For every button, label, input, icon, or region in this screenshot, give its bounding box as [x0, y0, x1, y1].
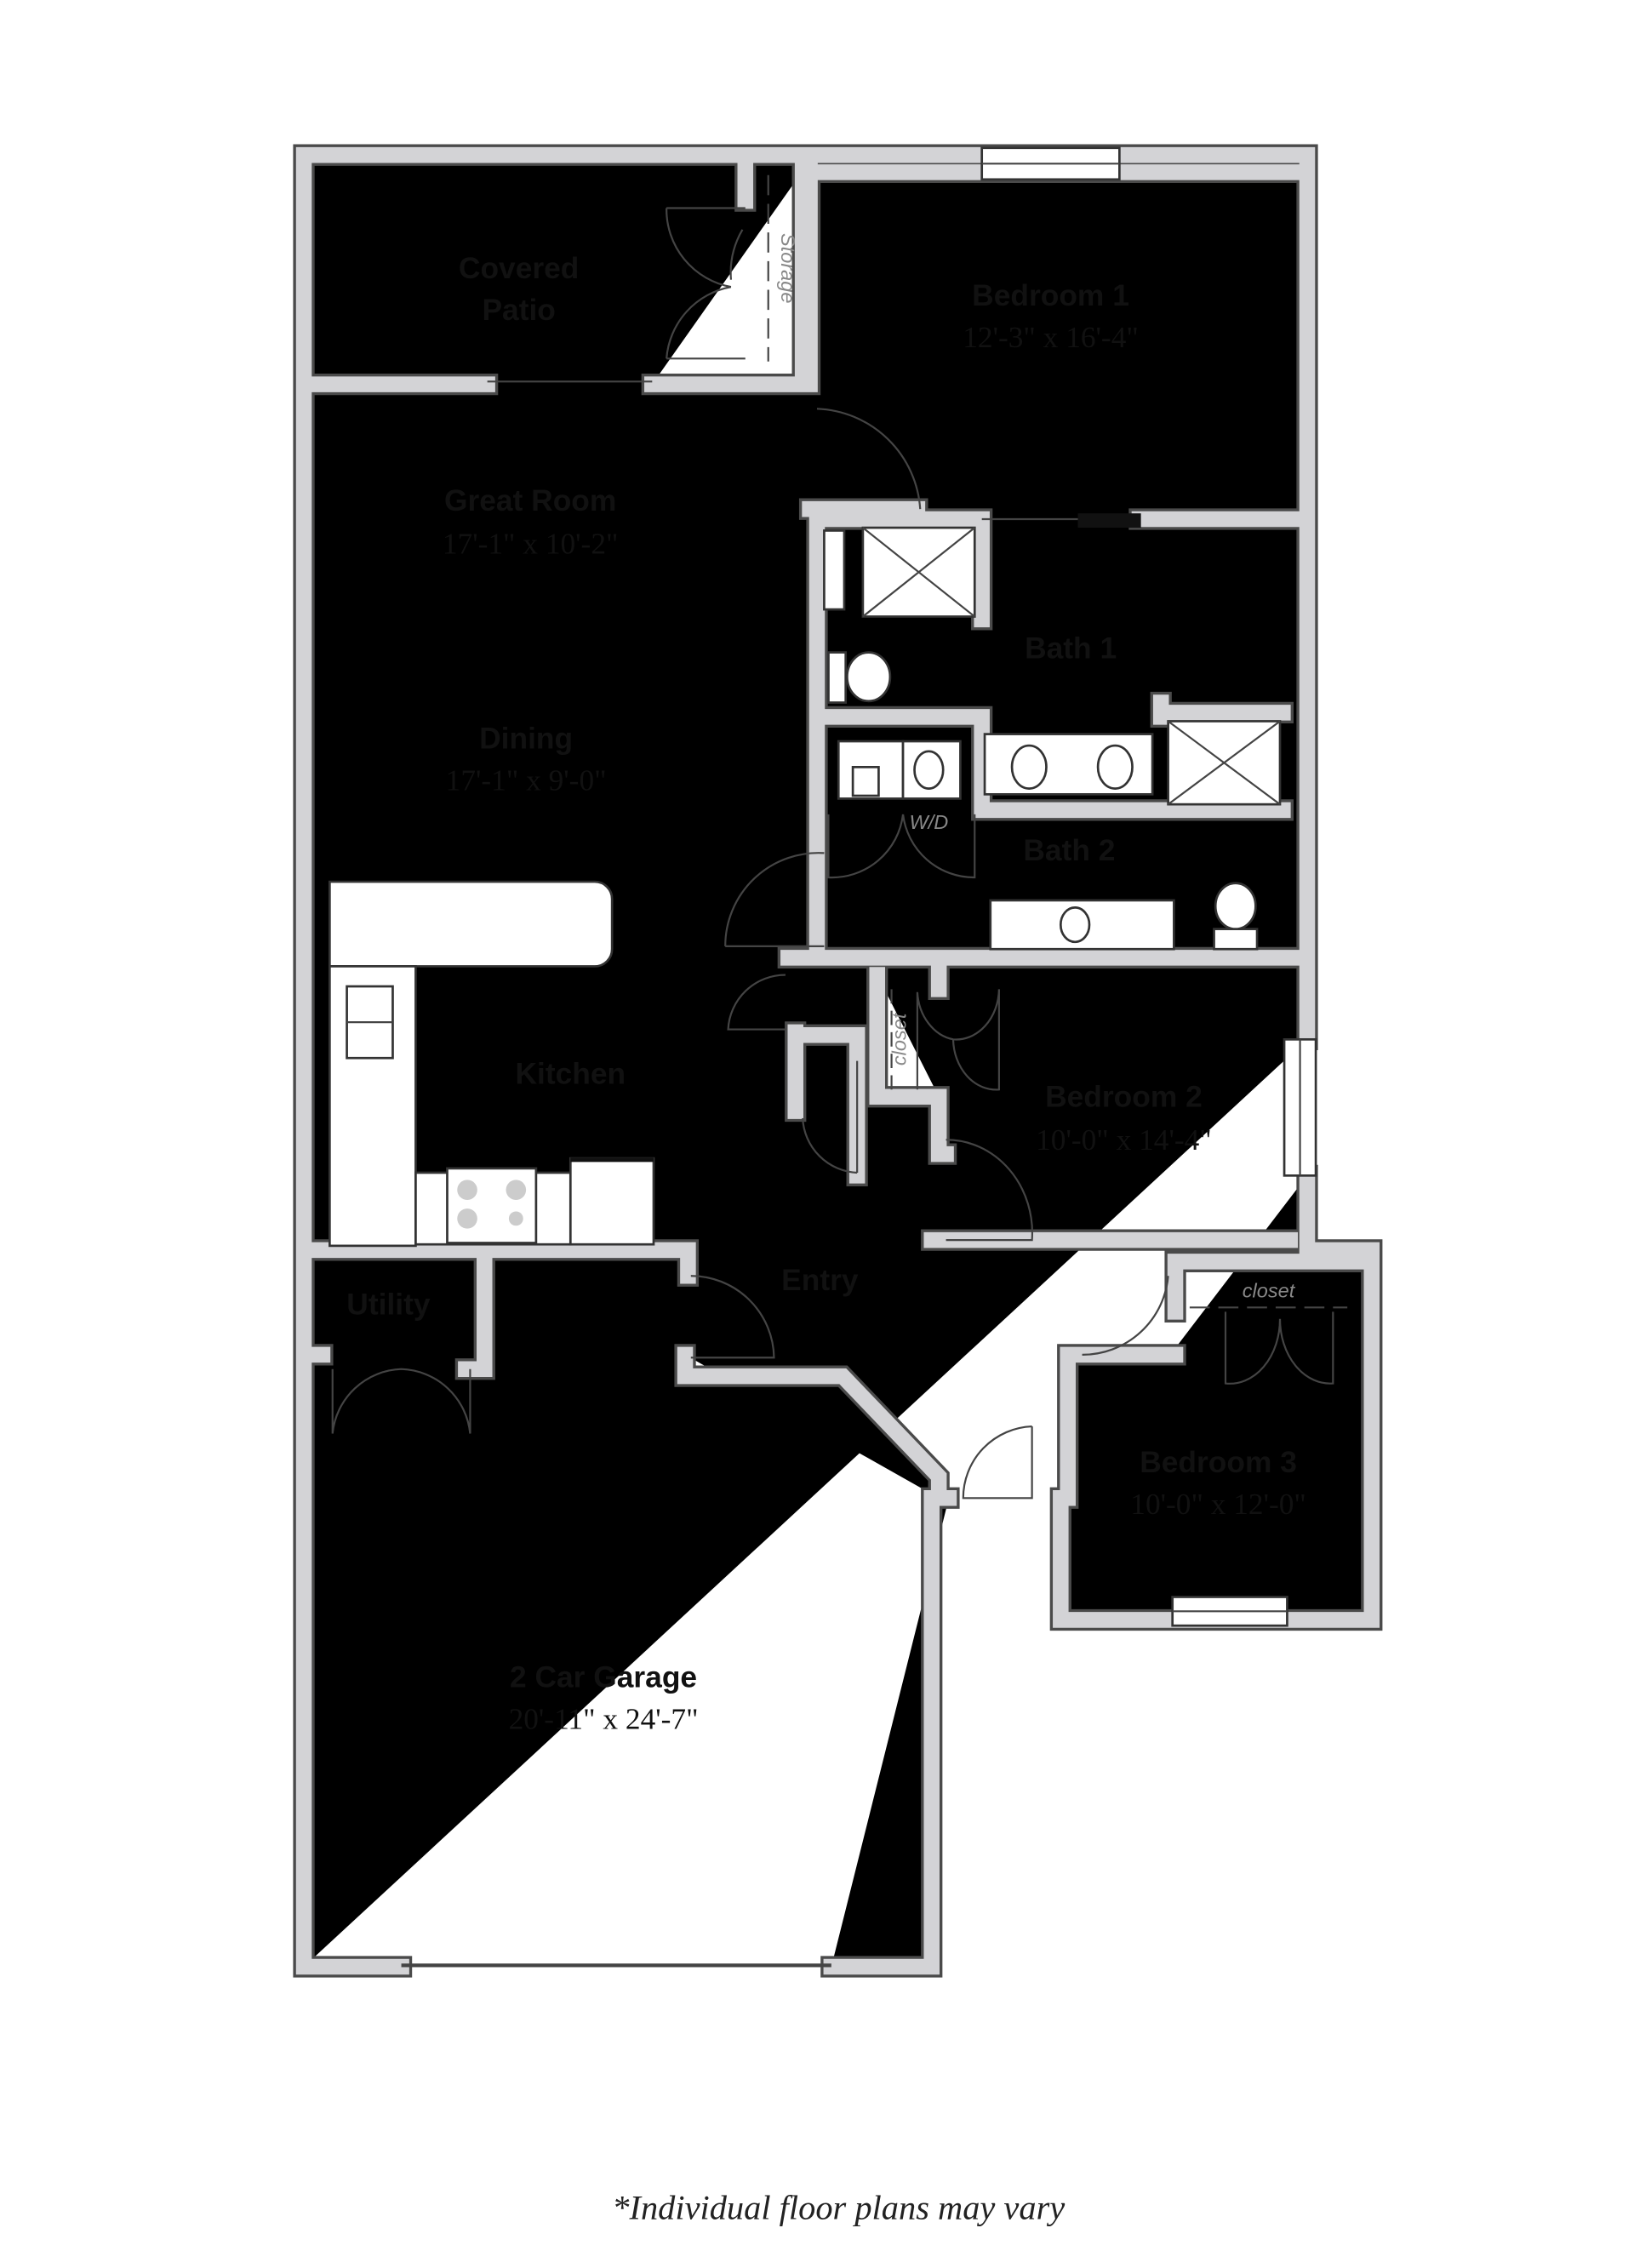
dining-size: 17'-1" x 9'-0"	[446, 763, 607, 797]
garage-size: 20'-11" x 24'-7"	[509, 1701, 699, 1735]
vanity-bath2	[989, 899, 1175, 951]
refrigerator	[568, 1157, 655, 1246]
toilet-bath2	[1213, 882, 1259, 951]
fixtures	[329, 526, 1282, 1248]
bedroom2-label: Bedroom 2	[1045, 1081, 1203, 1114]
entry-label: Entry	[781, 1264, 859, 1297]
covered-patio-label: Covered	[459, 252, 580, 285]
kitchen-counter	[329, 880, 614, 1248]
kitchen-label: Kitchen	[515, 1058, 626, 1091]
doors	[331, 174, 1348, 1500]
bath1-label: Bath 1	[1025, 631, 1117, 665]
bedroom2-size: 10'-0" x 14'-4"	[1036, 1123, 1212, 1157]
wd-label: W/D	[909, 811, 948, 833]
covered-patio-label: Patio	[482, 294, 555, 327]
stove	[446, 1167, 538, 1244]
closet-label: closet	[888, 1012, 910, 1065]
shower-bath2	[1167, 720, 1282, 806]
closet-label: closet	[1243, 1280, 1296, 1302]
garage-label: 2 Car Garage	[510, 1661, 697, 1694]
bedroom1-size: 12'-3" x 16'-4"	[963, 320, 1139, 354]
storage-label: Storage	[777, 233, 799, 304]
utility-label: Utility	[346, 1288, 431, 1322]
bedroom3-label: Bedroom 3	[1140, 1446, 1297, 1479]
room-labels: Covered Patio Bedroom 1 12'-3" x 16'-4" …	[346, 233, 1306, 1735]
windows	[401, 146, 1317, 1968]
great-room-label: Great Room	[444, 484, 616, 517]
toilet-bath1	[827, 651, 892, 704]
vanity-bath1	[983, 733, 1154, 796]
bedroom1-label: Bedroom 1	[972, 279, 1129, 312]
washer-dryer	[837, 740, 962, 800]
shower-bath1	[861, 526, 976, 618]
dining-label: Dining	[479, 722, 573, 755]
great-room-size: 17'-1" x 10'-2"	[443, 526, 619, 560]
footnote: *Individual floor plans may vary	[612, 2188, 1065, 2226]
bedroom3-size: 10'-0" x 12'-0"	[1130, 1487, 1306, 1521]
walls	[304, 155, 1372, 1967]
bath2-label: Bath 2	[1023, 834, 1115, 867]
